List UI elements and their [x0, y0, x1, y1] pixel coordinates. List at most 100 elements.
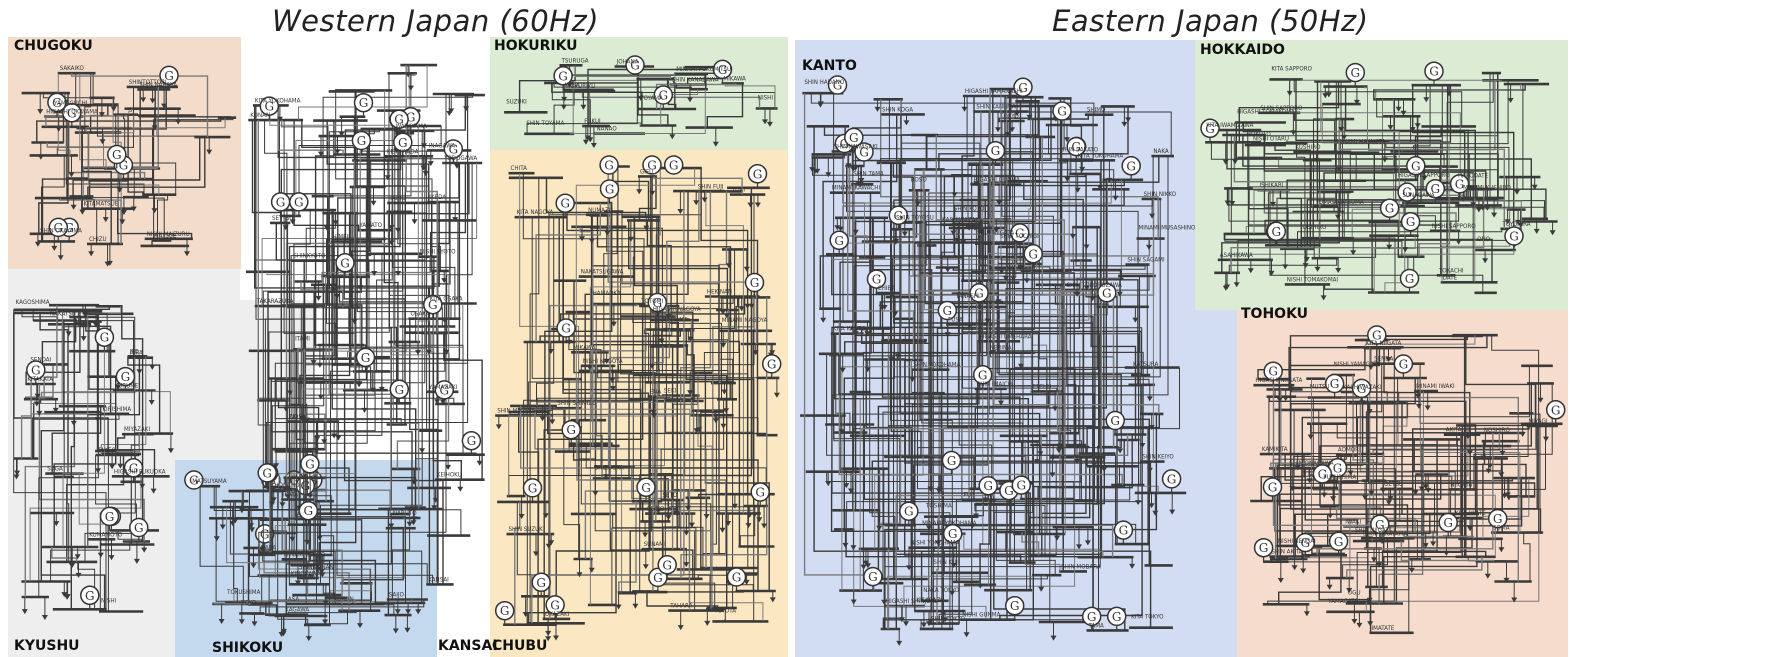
load-arrow-icon	[1278, 578, 1284, 583]
station-label: SHIN NIKKO	[1144, 191, 1177, 198]
station-label: MIKAWA	[573, 344, 596, 351]
station-label: TOTOMI	[640, 298, 663, 305]
station-label: TOYAMA	[639, 95, 663, 102]
load-arrow-icon	[995, 127, 1001, 132]
generator-icon: G	[290, 193, 308, 211]
station-label: KASHIWAZAKI	[1343, 384, 1382, 391]
generator-icon: G	[1401, 270, 1419, 288]
svg-text:G: G	[1112, 610, 1122, 624]
load-arrow-icon	[1085, 540, 1091, 545]
load-arrow-icon	[702, 198, 708, 203]
station-label: ASA	[288, 596, 299, 603]
load-arrow-icon	[1335, 268, 1341, 273]
station-label: ENA	[650, 389, 662, 396]
svg-text:G: G	[560, 197, 570, 211]
svg-text:G: G	[991, 144, 1001, 158]
station-label: TAKEO	[97, 447, 117, 454]
load-arrow-icon	[1511, 598, 1517, 603]
load-arrow-icon	[1506, 495, 1512, 500]
transmission-line	[251, 613, 289, 614]
station-label: YAMAZAKI	[428, 384, 458, 391]
transmission-line	[79, 474, 108, 540]
station-label: HEKINAN	[707, 289, 732, 296]
load-arrow-icon	[496, 424, 502, 429]
station-label: MINAMI FUKUMITSU	[676, 66, 731, 73]
generator-icon: G	[352, 132, 370, 150]
svg-text:G: G	[85, 589, 95, 603]
station-label: MUTSU	[1310, 384, 1330, 391]
svg-text:G: G	[1406, 215, 1416, 229]
load-arrow-icon	[1234, 282, 1240, 287]
svg-text:G: G	[134, 521, 144, 535]
station-label: FUKUSHIMA	[1323, 474, 1356, 481]
generator-icon: G	[556, 194, 574, 212]
load-arrow-icon	[1113, 196, 1119, 201]
load-arrow-icon	[589, 239, 595, 244]
svg-text:G: G	[276, 195, 286, 209]
svg-text:G: G	[641, 481, 651, 495]
generator-icon: G	[1264, 478, 1282, 496]
load-arrow-icon	[1117, 449, 1123, 454]
station-label: SHIN FUJI	[698, 183, 724, 190]
station-label: CHIBA	[878, 285, 896, 292]
svg-text:G: G	[1028, 247, 1038, 261]
station-label: SHIN KANUMA	[976, 104, 1016, 111]
load-arrow-icon	[561, 105, 567, 110]
load-arrow-icon	[251, 563, 257, 568]
generator-icon: G	[1053, 102, 1071, 120]
load-arrow-icon	[404, 628, 410, 633]
station-label: TAMA	[1088, 622, 1105, 629]
svg-text:G: G	[359, 96, 369, 110]
svg-text:G: G	[528, 481, 538, 495]
station-label: SHIN YOKOHAMA	[913, 362, 960, 369]
svg-text:G: G	[605, 183, 615, 197]
load-arrow-icon	[56, 127, 62, 132]
station-label: HIGASHI SAPPORO	[1398, 172, 1450, 179]
station-label: NAKATSU	[50, 310, 76, 317]
svg-text:G: G	[1551, 403, 1561, 417]
station-label: CHITA	[511, 165, 528, 172]
svg-text:G: G	[1057, 105, 1067, 119]
station-label: SHINKYOTO	[293, 253, 326, 260]
label-tohoku: TOHOKU	[1241, 306, 1308, 322]
transmission-line	[304, 405, 438, 488]
station-label: KITA IWATE	[1455, 510, 1486, 517]
load-arrow-icon	[356, 382, 362, 387]
station-label: SEINO	[647, 506, 665, 513]
load-arrow-icon	[134, 559, 140, 564]
station-label: NARA	[261, 544, 277, 551]
svg-text:G: G	[1272, 225, 1282, 239]
load-arrow-icon	[1322, 93, 1328, 98]
generator-icon: G	[101, 507, 119, 525]
generator-icon: G	[1012, 476, 1030, 494]
station-label: OKAZAKI	[545, 611, 570, 618]
station-label: KANSAI	[428, 576, 449, 583]
station-label: OSAKA	[411, 311, 430, 318]
station-label: HIGASHI OKAYAMA	[46, 108, 98, 115]
load-arrow-icon	[1287, 91, 1293, 96]
transmission-line	[640, 176, 657, 220]
station-label: SHIN MOBARA	[1061, 563, 1101, 570]
station-label: SHIN NIIGATA	[977, 230, 1014, 237]
station-label: SHIN TOKOROZAWA	[1067, 282, 1122, 289]
load-arrow-icon	[283, 407, 289, 412]
transmission-line	[115, 434, 139, 454]
load-arrow-icon	[851, 600, 857, 605]
generator-icon: G	[665, 156, 683, 174]
station-label: SHIN KOGA	[882, 106, 913, 113]
generator-icon: G	[1330, 532, 1348, 550]
load-arrow-icon	[393, 629, 399, 634]
station-label: IWAKI	[1345, 519, 1361, 526]
station-label: NOSHIRO	[1484, 427, 1511, 434]
station-label: YAMAGUCHI	[53, 100, 88, 107]
transmission-line	[836, 334, 850, 433]
transmission-line	[719, 310, 733, 608]
svg-text:G: G	[262, 466, 272, 480]
load-arrow-icon	[1321, 295, 1327, 300]
station-label: NAKATSUGAWA	[581, 269, 624, 276]
load-arrow-icon	[69, 172, 75, 177]
station-label: CHIZU	[89, 236, 107, 243]
station-label: IMATATE	[1372, 625, 1395, 632]
title-eastern-japan: Eastern Japan (50Hz)	[1052, 4, 1369, 38]
generator-icon: G	[130, 519, 148, 537]
